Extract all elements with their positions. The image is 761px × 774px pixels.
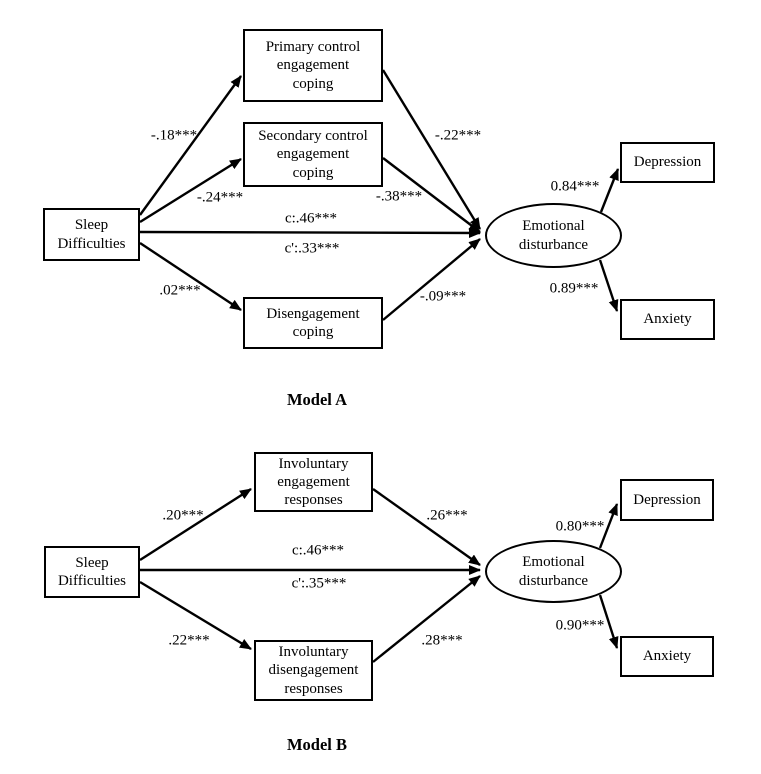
arrow-b-latent-to-anxiety [598,594,619,649]
arrow-b-engagement-to-latent [372,488,481,566]
coef-b-sleep-disengagement: .22*** [168,632,210,649]
node-emotional-disturbance-b: Emotional disturbance [485,540,622,603]
coef-b-direct-effect: c':.35*** [291,575,347,592]
arrow-b-disengagement-to-latent [372,575,481,663]
arrow-a-latent-to-anxiety [598,259,619,312]
node-emotional-disturbance-a: Emotional disturbance [485,203,622,268]
arrow-a-secondary-to-latent [382,157,481,233]
node-secondary-control-coping-a: Secondary control engagement coping [243,122,383,187]
coef-a-total-effect: c:.46*** [284,210,338,227]
node-primary-control-coping-a: Primary control engagement coping [243,29,383,102]
node-disengagement-coping-a: Disengagement coping [243,297,383,349]
coef-b-loading-depression: 0.80*** [555,518,605,535]
arrow-a-sleep-to-primary [139,75,242,216]
coef-a-loading-anxiety: 0.89*** [549,280,599,297]
coef-b-sleep-engagement: .20*** [162,507,204,524]
coef-a-primary-latent: -.22*** [434,127,482,144]
node-anxiety-b: Anxiety [620,636,714,677]
node-depression-a: Depression [620,142,715,183]
node-sleep-difficulties-b: Sleep Difficulties [44,546,140,598]
node-anxiety-a: Anxiety [620,299,715,340]
arrow-a-direct-effect [139,227,481,238]
coef-a-sleep-secondary: -.24*** [196,189,244,206]
arrow-a-sleep-to-secondary [139,157,242,224]
coef-a-direct-effect: c':.33*** [284,240,340,257]
coef-b-total-effect: c:.46*** [291,542,345,559]
node-involuntary-engagement-b: Involuntary engagement responses [254,452,373,512]
coef-a-secondary-latent: -.38*** [375,188,423,205]
coef-a-loading-depression: 0.84*** [550,178,600,195]
coef-b-loading-anxiety: 0.90*** [555,617,605,634]
arrow-a-latent-to-depression [599,168,620,213]
caption-model-a: Model A [286,390,348,409]
node-depression-b: Depression [620,479,714,521]
arrow-a-primary-to-latent [381,69,482,230]
arrow-b-sleep-to-engagement [139,487,252,562]
arrow-a-sleep-to-disengagement [139,242,242,311]
coef-a-disengagement-latent: -.09*** [419,288,467,305]
coef-b-engagement-latent: .26*** [426,507,468,524]
arrow-b-latent-to-depression [598,503,619,549]
arrow-b-sleep-to-disengagement [139,580,252,651]
coef-b-disengagement-latent: .28*** [421,632,463,649]
coef-a-sleep-disengagement: .02*** [159,282,201,299]
caption-model-b: Model B [286,735,348,754]
arrow-a-disengagement-to-latent [382,238,481,321]
node-sleep-difficulties-a: Sleep Difficulties [43,208,140,261]
coef-a-sleep-primary: -.18*** [150,127,198,144]
node-involuntary-disengagement-b: Involuntary disengagement responses [254,640,373,701]
